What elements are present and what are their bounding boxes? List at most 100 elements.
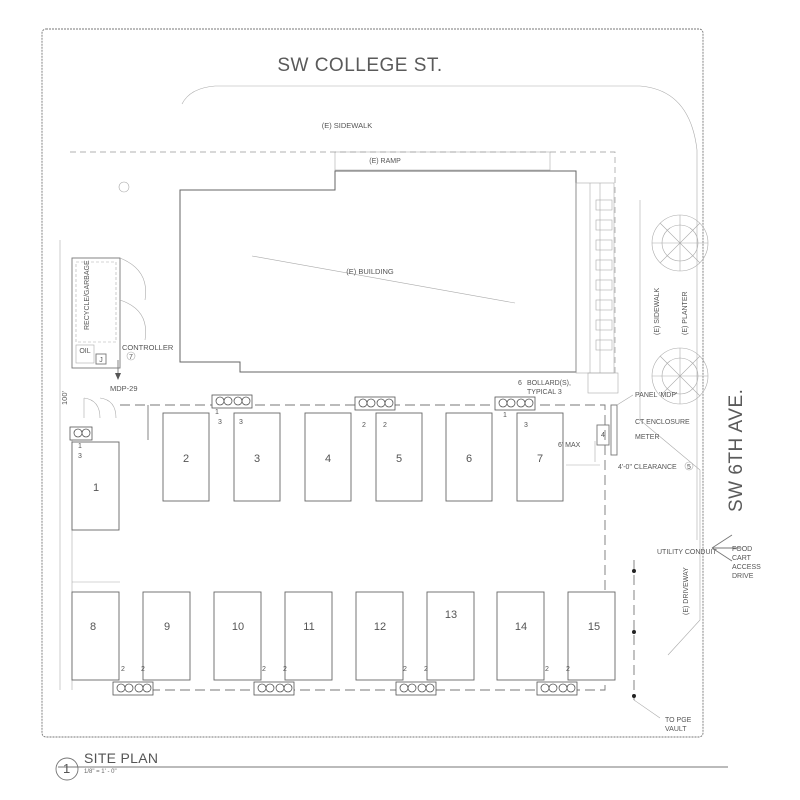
- lot-number: 9: [164, 621, 170, 633]
- pedestal-tag: 2: [362, 422, 366, 429]
- clearance-label: 4'-0" CLEARANCE: [618, 464, 677, 471]
- sidewalk-east-label: (E) SIDEWALK: [654, 287, 661, 335]
- lot-number: 11: [303, 621, 314, 633]
- cart-pad: [445, 412, 493, 502]
- pedestal-tag: 2: [424, 666, 428, 673]
- controller-label: CONTROLLER: [122, 343, 174, 352]
- lot-number: 13: [445, 609, 457, 621]
- bollards-line2: TYPICAL 3: [527, 389, 562, 396]
- driveway-label: (E) DRIVEWAY: [683, 567, 690, 615]
- curb-line: [181, 85, 698, 540]
- controller-letter: J: [99, 357, 103, 364]
- cart-pad: [71, 591, 120, 681]
- utility-conduit-label: UTILITY CONDUIT: [657, 549, 717, 556]
- cart-pad-row-2: 8 9 10 11 12 13 14 15: [71, 591, 616, 681]
- cart-pad: [516, 412, 564, 502]
- door-swing: [99, 397, 117, 419]
- pedestal-tag: 3: [524, 422, 528, 429]
- pedestal-tag: 2: [283, 666, 287, 673]
- meter-label: METER: [635, 434, 660, 441]
- drawing-title: SITE PLAN: [84, 750, 159, 766]
- food-cart-line4: DRIVE: [732, 573, 754, 580]
- title-number: 1: [63, 761, 71, 776]
- door-swing: [83, 397, 101, 419]
- power-pedestals-top: [211, 394, 536, 411]
- clearance-tag-circle: [684, 461, 694, 471]
- planter-label: (E) PLANTER: [682, 291, 689, 335]
- lot-number: 15: [588, 621, 600, 633]
- cart-pad-row-1: 2 3 4 5 6 7: [162, 412, 564, 502]
- mdp-arrow: [115, 373, 121, 380]
- pedestal-tag: 2: [403, 666, 407, 673]
- building-leader: [251, 255, 516, 304]
- drive-arrow-icon: [711, 534, 740, 562]
- clearance-tag: 5: [687, 464, 691, 471]
- cart-pad: [71, 441, 120, 531]
- power-pedestals-bottom: [112, 681, 578, 696]
- panel-label: PANEL 'MDP': [635, 392, 677, 399]
- ramp: [334, 151, 551, 171]
- conduit-point: [632, 569, 636, 573]
- cart-pad: [142, 591, 191, 681]
- pedestal-tag: 2: [121, 666, 125, 673]
- building-label: (E) BUILDING: [346, 267, 394, 276]
- conduit-point: [632, 694, 636, 698]
- driveway-edge: [639, 419, 701, 656]
- cart-pad: [284, 591, 333, 681]
- pedestal-tag: 2: [566, 666, 570, 673]
- ct-enclosure-label: CT ENCLOSURE: [635, 419, 690, 426]
- cart-pad: [213, 591, 262, 681]
- cart-pad: [567, 591, 616, 681]
- pedestal-tag: 1: [503, 412, 507, 419]
- bollards-line1: BOLLARD(S),: [527, 380, 571, 387]
- conduit-point: [632, 630, 636, 634]
- lot-number: 6: [466, 453, 472, 465]
- pedestal-tag: 1: [78, 443, 82, 450]
- pge-leader: [633, 699, 661, 719]
- stairs: [575, 182, 619, 394]
- ramp-label: (E) RAMP: [369, 158, 401, 165]
- max-label: 6' MAX: [558, 442, 581, 449]
- pedestal-tag: 3: [218, 419, 222, 426]
- food-cart-line3: ACCESS: [732, 564, 761, 571]
- panel-mdp: [610, 404, 618, 456]
- pedestal-tag: 3: [78, 453, 82, 460]
- street-name-north: SW COLLEGE ST.: [277, 55, 442, 76]
- property-boundary: [41, 28, 704, 738]
- sidewalk-north-label: (E) SIDEWALK: [322, 121, 373, 130]
- food-cart-line1: FOOD: [732, 546, 752, 553]
- pedestal-tag: 2: [262, 666, 266, 673]
- food-cart-line2: CART: [732, 555, 752, 562]
- lot-number: 4: [325, 453, 331, 465]
- dimension-100: 100': [60, 390, 69, 405]
- cart-pad: [304, 412, 352, 502]
- lot-number: 10: [232, 621, 244, 633]
- lot-number: 7: [537, 453, 543, 465]
- utility-pole: [118, 181, 130, 193]
- title-number-circle: [55, 757, 79, 781]
- panel-leader: [616, 394, 634, 406]
- recycle-enclosure: [71, 257, 147, 369]
- cart-pad: [375, 412, 423, 502]
- to-pge-line2: VAULT: [665, 726, 687, 733]
- lot-number: 8: [90, 621, 96, 633]
- controller-box: [95, 353, 107, 365]
- pedestal-tag: 3: [239, 419, 243, 426]
- lot-number: 1: [93, 482, 99, 494]
- pedestal-tag: 2: [545, 666, 549, 673]
- pedestal-tag: 1: [215, 409, 219, 416]
- lot-number: 2: [183, 453, 189, 465]
- to-pge-line1: TO PGE: [665, 717, 692, 724]
- street-name-east: SW 6TH AVE.: [726, 389, 747, 512]
- controller-tag: 7: [129, 354, 133, 361]
- lot-number: 3: [254, 453, 260, 465]
- cart-pad: [426, 591, 475, 681]
- mdp-label: MDP-29: [110, 384, 138, 393]
- power-pedestal-left: [69, 426, 93, 441]
- lot-number: 5: [396, 453, 402, 465]
- bollard-tag: 6: [518, 380, 522, 387]
- ct-enclosure: [596, 424, 610, 446]
- pedestal-tag: 2: [383, 422, 387, 429]
- lot-number: 14: [515, 621, 527, 633]
